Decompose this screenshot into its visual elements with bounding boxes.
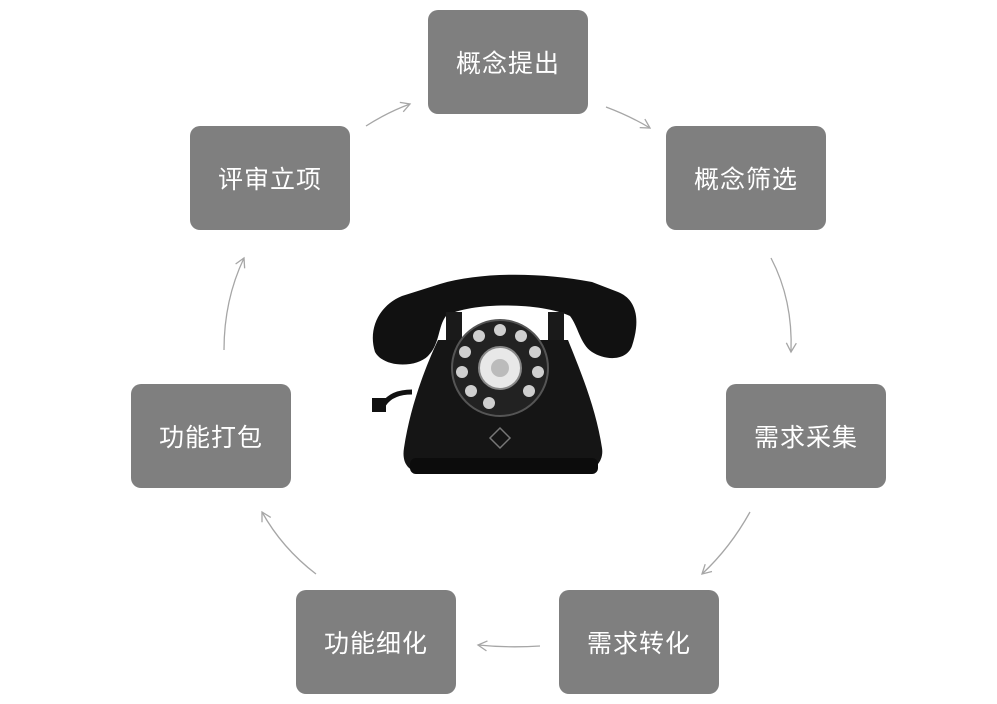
arrow-step5-to-step6 bbox=[261, 510, 317, 575]
arrow-step2-to-step3 bbox=[770, 257, 797, 354]
arrow-step3-to-step4 bbox=[701, 511, 751, 575]
step-feature-packaging: 功能打包 bbox=[131, 384, 291, 488]
arrow-step4-to-step5 bbox=[476, 640, 541, 652]
step-concept-screening: 概念筛选 bbox=[666, 126, 826, 230]
arrow-step7-to-step1 bbox=[365, 101, 412, 127]
step-requirement-collection: 需求采集 bbox=[726, 384, 886, 488]
arrow-step1-to-step2 bbox=[605, 106, 652, 129]
arrow-step6-to-step7 bbox=[223, 256, 246, 351]
step-requirement-conversion: 需求转化 bbox=[559, 590, 719, 694]
step-concept-proposal: 概念提出 bbox=[428, 10, 588, 114]
step-feature-refinement: 功能细化 bbox=[296, 590, 456, 694]
step-review-approval: 评审立项 bbox=[190, 126, 350, 230]
